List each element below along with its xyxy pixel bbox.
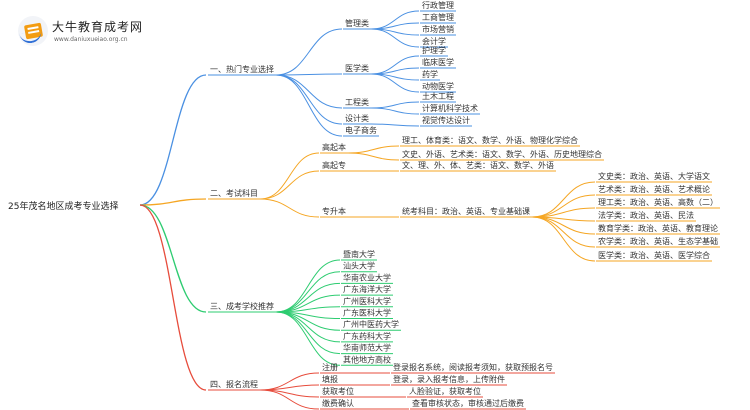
category-3: 工程类 (345, 97, 369, 107)
major-track-subjects: 文史类：政治、英语、大学语文 (598, 171, 710, 181)
registration-step-detail: 登录，录入报考信息，上传附件 (393, 374, 505, 384)
step-connector (259, 389, 320, 410)
school-connector (275, 311, 341, 343)
site-name: 大牛教育成考网 (52, 20, 144, 34)
major-track-connector (531, 216, 596, 262)
major-track-subjects: 农学类：政治、英语、生态学基础 (598, 236, 718, 246)
category-5: 电子商务 (345, 125, 377, 135)
category-connector (275, 28, 343, 76)
school-item: 暨南大学 (343, 249, 375, 259)
exam-subject-connector (347, 152, 400, 161)
major-track-connector (531, 216, 596, 248)
major-item: 土木工程 (422, 91, 454, 101)
major-track-subjects: 理工类：政治、英语、高数（二） (598, 197, 718, 207)
school-item: 其他地方高校 (343, 354, 391, 364)
exam-level-1: 高起本 (322, 142, 346, 152)
category-1: 管理类 (345, 18, 369, 28)
exam-level-3: 专升本 (322, 206, 346, 216)
major-track-connector (531, 194, 596, 218)
branch-connector (139, 204, 207, 313)
category-4: 设计类 (345, 113, 369, 123)
exam-level-connector (259, 152, 320, 200)
book-arrow-icon (18, 16, 48, 46)
exam-level-connector (259, 170, 320, 200)
major-item: 会计学 (422, 36, 446, 46)
leaf-connector (370, 107, 420, 115)
major-item: 市场营销 (422, 24, 454, 34)
category-connector (275, 73, 343, 76)
school-item: 汕头大学 (343, 261, 375, 271)
registration-step-2: 填报 (322, 374, 338, 384)
registration-step-3: 获取考位 (322, 386, 354, 396)
registration-step-detail: 人脸验证，获取考位 (409, 386, 481, 396)
exam-subject: 统考科目：政治、英语、专业基础课 (402, 206, 530, 216)
major-item: 护理学 (422, 45, 446, 55)
mindmap-root: 25年茂名地区成考专业选择 (8, 202, 119, 212)
major-item: 行政管理 (422, 0, 454, 10)
site-url: www.daniuxueiao.org.cn (54, 36, 128, 43)
school-connector (275, 311, 341, 366)
branch-schools: 三、成考学校推荐 (210, 301, 274, 311)
school-connector (275, 282, 341, 313)
leaf-connector (370, 73, 420, 93)
branch-exam-subjects: 二、考试科目 (210, 188, 258, 198)
registration-step-detail: 登录报名系统，阅读报考须知，获取预报名号 (393, 362, 553, 372)
exam-subject-connector (347, 145, 400, 154)
category-2: 医学类 (345, 63, 369, 73)
leaf-connector (370, 101, 420, 109)
branch-connector (139, 198, 207, 206)
category-connector (275, 74, 343, 109)
exam-subject: 文、理、外、体、艺类：语文、数学、外语 (402, 160, 554, 170)
exam-subject: 理工、体育类：语文、数学、外语、物理化学综合 (402, 135, 578, 145)
major-track-subjects: 教育学类：政治、英语、教育理论 (598, 223, 718, 233)
exam-subject: 文史、外语、艺术类：语文、数学、外语、历史地理综合 (402, 149, 602, 159)
major-item: 临床医学 (422, 57, 454, 67)
major-item: 计算机科学技术 (422, 103, 478, 113)
leaf-connector (370, 28, 420, 48)
school-item: 广州中医药大学 (343, 319, 399, 329)
school-item: 广东药科大学 (343, 331, 391, 341)
exam-level-connector (259, 198, 320, 218)
major-item: 药学 (422, 69, 438, 79)
major-item: 工商管理 (422, 12, 454, 22)
major-track-subjects: 法学类：政治、英语、民法 (598, 210, 694, 220)
category-connector (275, 74, 343, 137)
registration-step-detail: 查看审核状态，审核通过后缴费 (412, 398, 524, 408)
school-item: 广东医科大学 (343, 308, 391, 318)
school-connector (275, 259, 341, 313)
major-track-connector (531, 181, 596, 218)
branch-hot-majors: 一、热门专业选择 (210, 64, 274, 74)
site-logo: 大牛教育成考网 www.daniuxueiao.org.cn (8, 12, 158, 52)
branch-registration: 四、报名流程 (210, 379, 258, 389)
school-item: 华南师范大学 (343, 343, 391, 353)
school-connector (275, 271, 341, 313)
major-track-subjects: 艺术类：政治、英语、艺术概论 (598, 184, 710, 194)
major-item: 视觉传达设计 (422, 115, 470, 125)
school-item: 广州医科大学 (343, 296, 391, 306)
school-item: 广东海洋大学 (343, 284, 391, 294)
branch-connector (139, 74, 207, 206)
branch-connector (139, 204, 207, 391)
exam-level-2: 高起专 (322, 160, 346, 170)
registration-step-1: 注册 (322, 362, 338, 372)
category-connector (275, 74, 343, 125)
registration-step-4: 缴费确认 (322, 398, 354, 408)
leaf-connector (370, 123, 420, 127)
school-item: 华南农业大学 (343, 272, 391, 282)
major-item: 动物医学 (422, 81, 454, 91)
major-track-subjects: 医学类：政治、英语、医学综合 (598, 250, 710, 260)
